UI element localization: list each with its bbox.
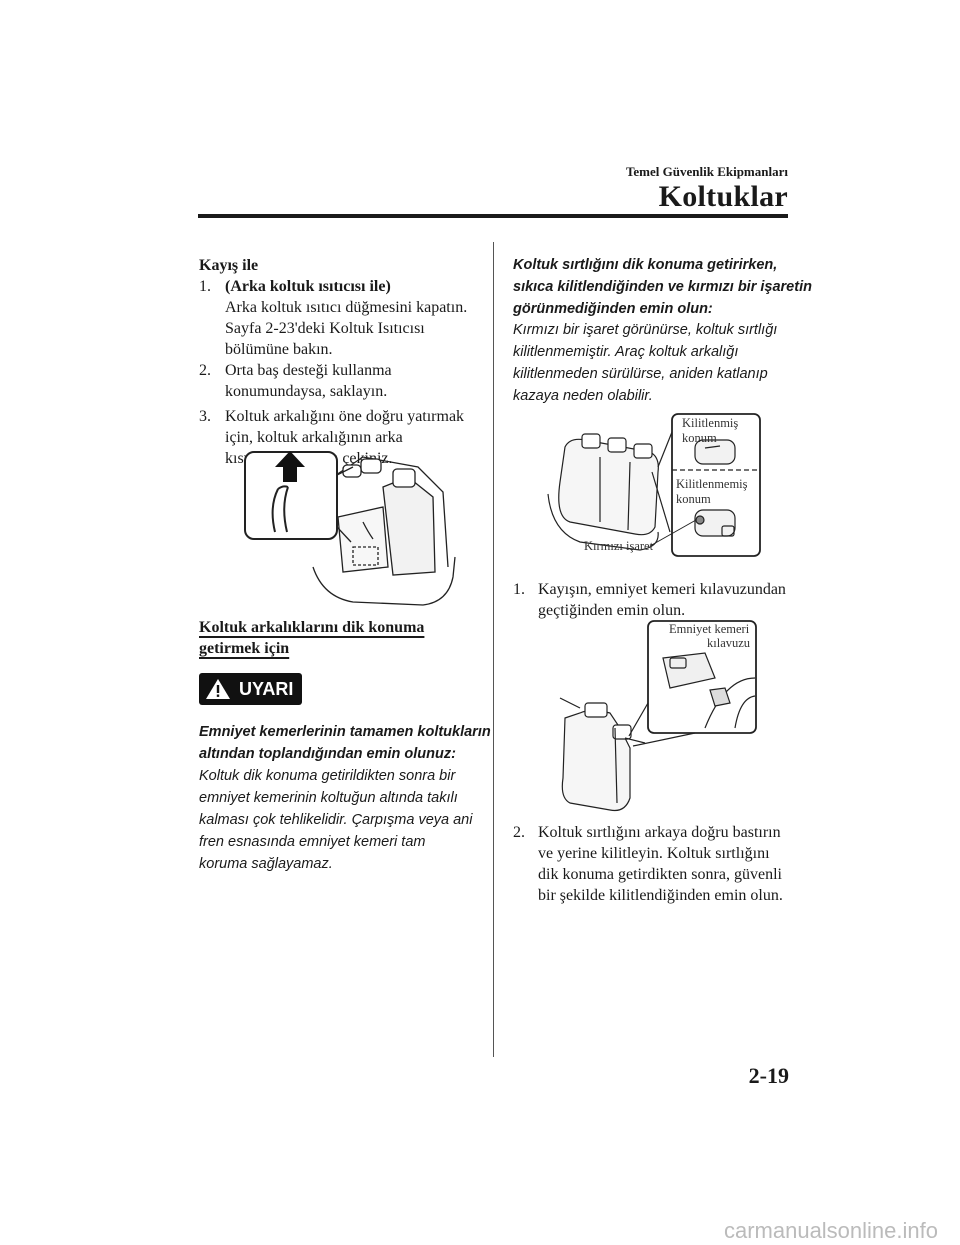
rstep-2-line-4: bir şekilde kilitlendiğinden emin olun. bbox=[538, 887, 783, 904]
caution-bold-2: sıkıca kilitlendiğinden ve kırmızı bir i… bbox=[513, 279, 812, 295]
label-red-mark: Kırmızı işaret bbox=[584, 539, 654, 553]
rstep-2-number: 2. bbox=[513, 824, 525, 841]
warning-badge: UYARI bbox=[199, 673, 302, 705]
warning-text-4: fren esnasında emniyet kemeri tam bbox=[199, 834, 426, 850]
label-unlocked-1: Kilitlenmemiş bbox=[676, 477, 748, 491]
label-guide-1: Emniyet kemeri bbox=[669, 622, 750, 636]
step-2-number: 2. bbox=[199, 362, 211, 379]
page-number: 2-19 bbox=[748, 1063, 789, 1088]
label-locked-2: konum bbox=[682, 431, 717, 445]
footer-watermark: carmanualsonline.info bbox=[723, 1218, 938, 1243]
warning-bold-1: Emniyet kemerlerinin tamamen koltukların bbox=[199, 724, 491, 740]
caution-bold-3: görünmediğinden emin olun: bbox=[513, 301, 713, 317]
subheading: Kayış ile bbox=[199, 257, 259, 274]
seatbelt-guide-illustration bbox=[559, 620, 757, 812]
section-header: Temel Güvenlik Ekipmanları bbox=[625, 164, 788, 179]
caution-text-1: Kırmızı bir işaret görünürse, koltuk sır… bbox=[513, 322, 778, 338]
label-unlocked-2: konum bbox=[676, 492, 711, 506]
rstep-1-line-1: Kayışın, emniyet kemeri kılavuzundan bbox=[538, 581, 786, 598]
rstep-2-line-3: dik konuma getirdikten sonra, güvenli bbox=[538, 866, 782, 883]
rstep-2-line-2: ve yerine kilitleyin. Koltuk sırtlığını bbox=[538, 845, 770, 862]
caution-text-4: kazaya neden olabilir. bbox=[513, 388, 653, 404]
warning-label: UYARI bbox=[239, 678, 294, 699]
page-title: Koltuklar bbox=[658, 180, 788, 213]
step-3-number: 3. bbox=[199, 408, 211, 425]
caution-bold-1: Koltuk sırtlığını dik konuma getirirken, bbox=[513, 257, 778, 273]
lock-indicator-illustration bbox=[547, 413, 761, 557]
warning-bold-2: altından toplandığından emin olunuz: bbox=[199, 746, 456, 762]
step-1-number: 1. bbox=[199, 278, 211, 295]
caution-text-2: kilitlenmemiştir. Araç koltuk arkalığı bbox=[513, 344, 739, 360]
step-3-line-1: Koltuk arkalığını öne doğru yatırmak bbox=[225, 408, 465, 425]
step-2-line-2: konumundaysa, saklayın. bbox=[225, 383, 388, 400]
label-guide-2: kılavuzu bbox=[707, 636, 751, 650]
step-1-line-2: Arka koltuk ısıtıcı düğmesini kapatın. bbox=[225, 299, 468, 316]
step-3-line-2: için, koltuk arkalığının arka bbox=[225, 429, 403, 446]
seat-strap-illustration bbox=[244, 451, 456, 606]
step-2-line-1: Orta baş desteği kullanma bbox=[225, 362, 392, 379]
step-1-line-3: Sayfa 2-23'deki Koltuk Isıtıcısı bbox=[225, 320, 425, 337]
warning-triangle-icon bbox=[206, 679, 230, 699]
column-divider bbox=[493, 242, 494, 1057]
warning-text-2: emniyet kemerinin koltuğun altında takıl… bbox=[199, 790, 458, 806]
warning-text-1: Koltuk dik konuma getirildikten sonra bi… bbox=[199, 768, 456, 784]
header-rule bbox=[198, 214, 788, 218]
rstep-2-line-1: Koltuk sırtlığını arkaya doğru bastırın bbox=[538, 824, 781, 841]
rstep-1-number: 1. bbox=[513, 581, 525, 598]
label-locked-1: Kilitlenmiş bbox=[682, 416, 739, 430]
step-1-line-1: (Arka koltuk ısıtıcısı ile) bbox=[225, 278, 391, 295]
step-1-line-4: bölümüne bakın. bbox=[225, 341, 333, 358]
rstep-1-line-2: geçtiğinden emin olun. bbox=[538, 602, 686, 619]
warning-text-3: kalması çok tehlikelidir. Çarpışma veya … bbox=[199, 812, 473, 828]
caution-text-3: kilitlenmeden sürülürse, aniden katlanıp bbox=[513, 366, 768, 382]
warning-text-5: koruma sağlayamaz. bbox=[199, 856, 333, 872]
